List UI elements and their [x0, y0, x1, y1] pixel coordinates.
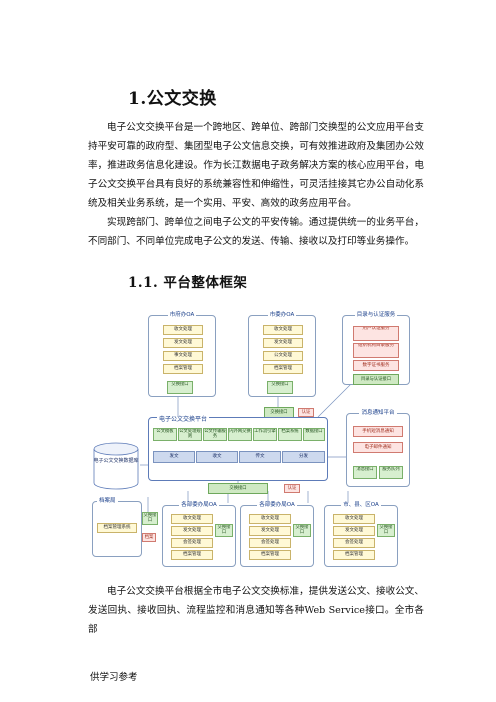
diagram-item: 事文处理	[163, 351, 203, 361]
platform-module: 公文处理规则	[178, 428, 202, 441]
transfer-paragraph: 实现跨部门、跨单位之间电子公文的平安传输。通过提供统一的业务平台，不同部门、不同…	[88, 217, 424, 247]
diagram-item: 收文处理	[263, 325, 303, 335]
diagram-item: 公文处理	[263, 351, 303, 361]
diagram-item: 会签处理	[171, 538, 213, 548]
diagram-item: 档案管理	[171, 550, 213, 560]
section-heading: 1.公文交换	[128, 89, 217, 109]
diagram-item: 发文处理	[171, 526, 213, 536]
diagram-item: 会签处理	[249, 538, 291, 548]
diagram-item: 组织机构目录服务	[353, 343, 399, 358]
directory-auth-port: 目录与认证接口	[353, 374, 399, 385]
diagram-item: 发文处理	[249, 526, 291, 536]
exchange-platform-block: 电子公文交换平台 公文模板 公文处理规则 公文传输服务 内外网交换 工作流引擎 …	[148, 416, 328, 481]
municipal-government-oa-block: 市府办OA 收文处理 发文处理 事文处理 档案管理 交换接口	[148, 312, 216, 397]
database-cylinder: 电子公文交换数据库	[92, 441, 140, 491]
platform-flow: 传文	[239, 451, 281, 463]
diagram-item: 档案管理	[249, 550, 291, 560]
county-district-oa-block: 市、县、区OA 收文处理 发文处理 会签处理 档案管理 交换接口	[324, 502, 398, 567]
intro-paragraph: 电子公文交换平台是一个跨地区、跨单位、跨部门交换型的公文应用平台支持平安可靠的政…	[88, 122, 424, 209]
message-notify-block: 消息通知平台 手机短消息通知 电子邮件通知 消息接口 服务队列	[346, 410, 410, 487]
directory-auth-block: 目录与认证服务 用户认证服务 组织机构目录服务 数字证书服务 目录与认证接口	[342, 312, 410, 385]
platform-architecture-diagram: 市府办OA 收文处理 发文处理 事文处理 档案管理 交换接口 市委办OA 收文处…	[88, 307, 418, 569]
interface-paragraph: 电子公文交换平台根据全市电子公文交换标准，提供发送公文、接收公文、发送回执、接收…	[88, 586, 424, 635]
exchange-port: 交换接口	[377, 524, 395, 537]
diagram-item: 发文处理	[163, 338, 203, 348]
diagram-item: 发文处理	[263, 338, 303, 348]
diagram-item: 收文处理	[171, 514, 213, 524]
subsection-heading: 1.1. 平台整体框架	[128, 275, 248, 291]
platform-module: 内外网交换	[228, 428, 252, 441]
diagram-item: 手机短消息通知	[353, 426, 403, 437]
archive-bureau-block: 档案局 档案管理系统	[92, 498, 142, 557]
department-oa-block-2: 各部委办局OA 收文处理 发文处理 会签处理 档案管理 交换接口	[240, 502, 314, 567]
diagram-item: 档案管理	[333, 550, 375, 560]
exchange-port: 交换接口	[167, 381, 193, 394]
platform-module: 公文模板	[153, 428, 177, 441]
exchange-port: 交换接口	[215, 524, 233, 537]
municipal-party-oa-block: 市委办OA 收文处理 发文处理 公文处理 档案管理 交换接口	[248, 312, 316, 397]
archive-tag: 档案	[142, 533, 156, 542]
diagram-item: 收文处理	[333, 514, 375, 524]
message-port: 消息接口	[353, 466, 377, 479]
diagram-item: 档案管理	[263, 364, 303, 374]
diagram-item: 收文处理	[163, 325, 203, 335]
diagram-item: 发文处理	[333, 526, 375, 536]
platform-flow: 分发	[282, 451, 325, 463]
message-queue: 服务队列	[379, 466, 403, 479]
diagram-item: 会签处理	[333, 538, 375, 548]
department-oa-block-1: 各部委办局OA 收文处理 发文处理 会签处理 档案管理 交换接口	[162, 502, 236, 567]
exchange-port: 交换接口	[293, 524, 311, 537]
database-label: 电子公文交换数据库	[93, 458, 139, 464]
diagram-item: 收文处理	[249, 514, 291, 524]
platform-flow: 发文	[153, 451, 195, 463]
diagram-item: 档案管理	[163, 364, 203, 374]
platform-module: 公文传输服务	[203, 428, 227, 441]
platform-flow: 收文	[196, 451, 238, 463]
auth-tag-top: 认证	[298, 408, 314, 417]
platform-exchange-port-bottom: 交换接口	[208, 483, 268, 494]
diagram-item: 电子邮件通知	[353, 442, 403, 453]
exchange-port: 交换接口	[267, 381, 293, 394]
platform-module: 工作流引擎	[253, 428, 277, 441]
diagram-item: 数字证书服务	[353, 360, 399, 371]
page-footer: 供学习参考	[90, 672, 138, 683]
archive-exchange-port: 交换接口	[142, 512, 158, 525]
platform-module: 档案系统	[278, 428, 302, 441]
platform-module: 数据接口	[303, 428, 325, 441]
auth-tag-bottom: 认证	[284, 484, 300, 493]
diagram-item: 用户认证服务	[353, 326, 399, 341]
diagram-item: 档案管理系统	[97, 523, 137, 533]
